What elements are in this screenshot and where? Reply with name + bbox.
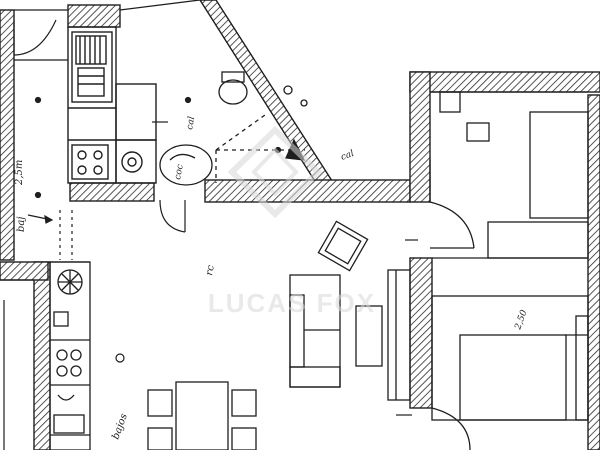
watermark-logo: LUCAS FOX <box>208 125 376 318</box>
bedroom-top <box>429 91 589 259</box>
kitchen-counter-lower <box>49 261 91 450</box>
label-bath: baj <box>16 217 27 232</box>
label-living: rc <box>204 264 217 277</box>
kitchen-counter-upper <box>67 26 157 184</box>
label-cal: cal <box>185 116 197 131</box>
kitchen-door <box>159 199 186 233</box>
direction-markers <box>27 96 418 416</box>
lower-left-room <box>0 279 34 450</box>
living-furniture <box>289 220 411 401</box>
label-closet: cal <box>340 149 356 163</box>
sink-icon <box>75 35 107 97</box>
label-bedroom: 2,50 <box>513 309 530 332</box>
toilet-icon <box>218 71 248 105</box>
sofa-icon <box>289 274 341 388</box>
label-hall: 2,5m <box>14 160 25 186</box>
label-kitchen: coc <box>173 164 186 181</box>
bedroom-bottom <box>431 295 589 450</box>
dining-set <box>147 381 257 450</box>
armchair-icon <box>317 220 369 272</box>
room-labels: 2,5m baj coc cal cal rc bajos 2,50 <box>14 116 530 441</box>
watermark-text: LUCAS FOX <box>208 288 376 318</box>
label-balcony: bajos <box>110 412 129 441</box>
cooktop-icon <box>71 144 109 180</box>
fan-icon <box>57 269 83 295</box>
entry-door <box>13 19 57 56</box>
washer-icon <box>121 151 143 173</box>
